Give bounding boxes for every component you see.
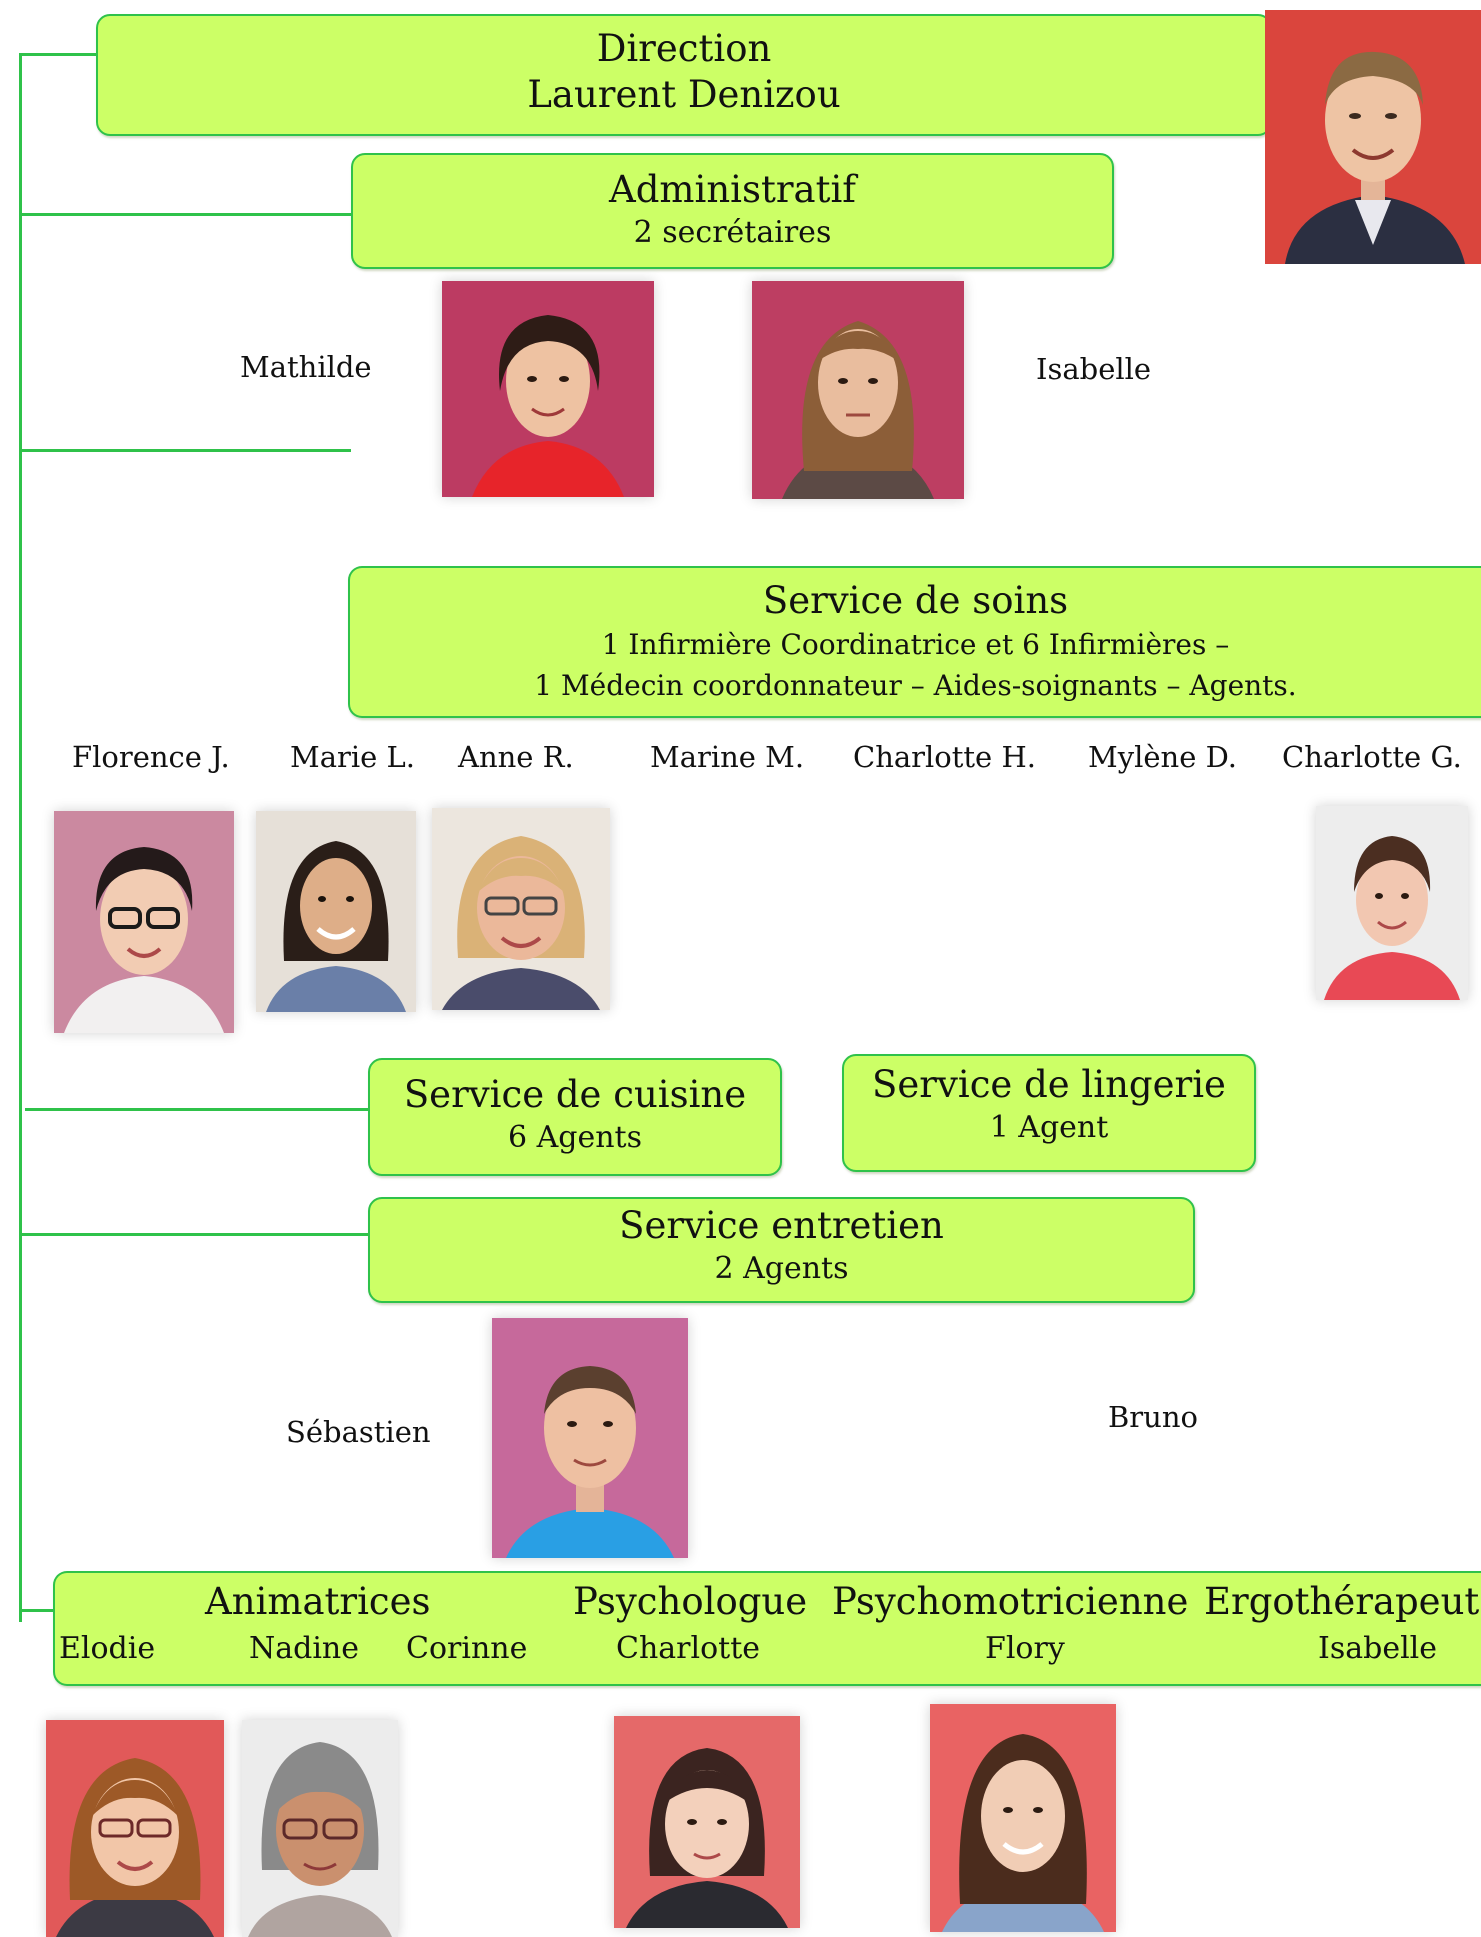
name-charlotte-g: Charlotte G. bbox=[1282, 740, 1462, 774]
portrait-woman-icon bbox=[256, 811, 416, 1012]
photo-laurent-denizou bbox=[1265, 10, 1481, 264]
portrait-woman-icon bbox=[1316, 806, 1468, 1000]
cuisine-box: Service de cuisine 6 Agents bbox=[368, 1058, 782, 1176]
psychomotricienne-title: Psychomotricienne bbox=[832, 1580, 1189, 1623]
name-florence: Florence J. bbox=[72, 740, 230, 774]
name-sebastien: Sébastien bbox=[286, 1415, 431, 1449]
direction-title: Direction bbox=[596, 27, 772, 70]
main-trunk-line bbox=[19, 54, 22, 1622]
name-isabelle-ergo: Isabelle bbox=[1318, 1631, 1438, 1666]
name-bruno: Bruno bbox=[1108, 1400, 1198, 1434]
photo-sebastien bbox=[492, 1318, 688, 1558]
lingerie-box: Service de lingerie 1 Agent bbox=[842, 1054, 1256, 1172]
entretien-box: Service entretien 2 Agents bbox=[368, 1197, 1195, 1303]
soins-title: Service de soins bbox=[762, 579, 1069, 622]
photo-florence bbox=[54, 811, 234, 1033]
name-flory: Flory bbox=[985, 1631, 1065, 1666]
portrait-woman-icon bbox=[442, 281, 654, 497]
name-isabelle-admin: Isabelle bbox=[1036, 352, 1152, 386]
cuisine-title: Service de cuisine bbox=[403, 1073, 747, 1116]
portrait-woman-icon bbox=[614, 1716, 800, 1928]
lingerie-title: Service de lingerie bbox=[872, 1063, 1226, 1106]
administratif-title: Administratif bbox=[609, 168, 856, 211]
photo-nadine bbox=[242, 1720, 398, 1937]
photo-mathilde bbox=[442, 281, 654, 497]
connector-secretaires bbox=[19, 449, 351, 452]
ergotherapeute-title: Ergothérapeute bbox=[1204, 1580, 1481, 1623]
psychologue-title: Psychologue bbox=[573, 1580, 808, 1623]
portrait-woman-glasses-icon bbox=[432, 808, 610, 1010]
name-anne: Anne R. bbox=[458, 740, 574, 774]
name-nadine: Nadine bbox=[249, 1631, 360, 1666]
soins-line2: 1 Médecin coordonnateur – Aides-soignant… bbox=[534, 669, 1297, 702]
portrait-woman-glasses-icon bbox=[54, 811, 234, 1033]
soins-box: Service de soins 1 Infirmière Coordinatr… bbox=[348, 566, 1481, 718]
direction-box: Direction Laurent Denizou bbox=[96, 14, 1272, 136]
photo-marie bbox=[256, 811, 416, 1012]
lingerie-subtitle: 1 Agent bbox=[989, 1110, 1109, 1145]
photo-isabelle-admin bbox=[752, 281, 964, 499]
portrait-man-icon bbox=[492, 1318, 688, 1558]
entretien-subtitle: 2 Agents bbox=[714, 1251, 849, 1286]
portrait-woman-icon bbox=[752, 281, 964, 499]
photo-elodie bbox=[46, 1720, 224, 1937]
name-charlotte-h: Charlotte H. bbox=[853, 740, 1036, 774]
name-charlotte-psy: Charlotte bbox=[616, 1631, 761, 1666]
name-marie: Marie L. bbox=[290, 740, 415, 774]
administratif-subtitle: 2 secrétaires bbox=[633, 215, 832, 250]
photo-anne bbox=[432, 808, 610, 1010]
administratif-box: Administratif 2 secrétaires bbox=[351, 153, 1114, 269]
connector-direction bbox=[19, 53, 98, 56]
name-marine: Marine M. bbox=[650, 740, 805, 774]
photo-charlotte-psy bbox=[614, 1716, 800, 1928]
photo-charlotte-g bbox=[1316, 806, 1468, 1000]
animatrices-title: Animatrices bbox=[205, 1580, 431, 1623]
name-elodie: Elodie bbox=[59, 1631, 156, 1666]
connector-entretien bbox=[19, 1233, 370, 1236]
direction-name: Laurent Denizou bbox=[527, 73, 841, 116]
entretien-title: Service entretien bbox=[619, 1204, 944, 1247]
name-corinne: Corinne bbox=[406, 1631, 528, 1666]
cuisine-subtitle: 6 Agents bbox=[507, 1120, 643, 1155]
name-mathilde: Mathilde bbox=[240, 350, 372, 384]
photo-flory bbox=[930, 1704, 1116, 1932]
portrait-woman-icon bbox=[930, 1704, 1116, 1932]
name-mylene: Mylène D. bbox=[1088, 740, 1238, 774]
bottom-box: Animatrices Elodie Nadine Corinne Psycho… bbox=[53, 1571, 1481, 1686]
portrait-man-icon bbox=[1265, 10, 1481, 264]
connector-administratif bbox=[19, 213, 353, 216]
connector-cuisine bbox=[25, 1108, 370, 1111]
portrait-woman-glasses-icon bbox=[242, 1720, 398, 1937]
soins-line1: 1 Infirmière Coordinatrice et 6 Infirmiè… bbox=[601, 628, 1230, 661]
connector-bottom bbox=[19, 1609, 55, 1612]
portrait-woman-glasses-icon bbox=[46, 1720, 224, 1937]
